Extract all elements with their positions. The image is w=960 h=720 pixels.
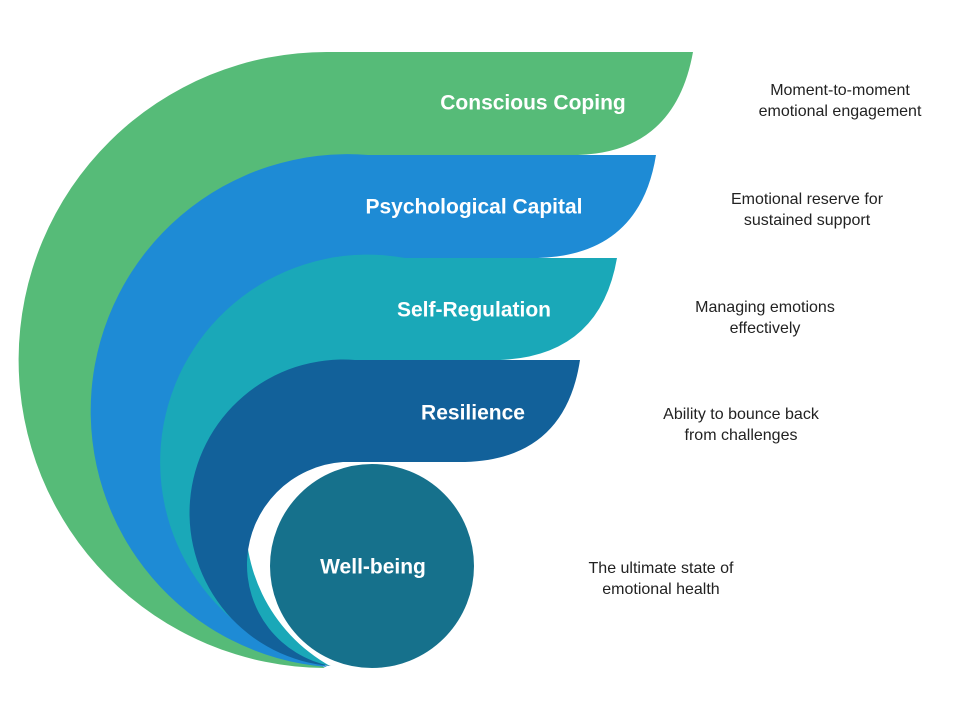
description-well-being: The ultimate state of emotional health <box>531 558 791 600</box>
description-conscious-coping: Moment-to-moment emotional engagement <box>710 80 960 122</box>
description-resilience: Ability to bounce back from challenges <box>611 404 871 446</box>
description-line: The ultimate state of <box>588 560 734 577</box>
description-line: emotional health <box>602 581 720 598</box>
layer-title-psychological-capital: Psychological Capital <box>365 196 582 219</box>
description-psychological-capital: Emotional reserve for sustained support <box>677 189 937 231</box>
description-self-regulation: Managing emotions effectively <box>635 297 895 339</box>
description-line: Managing emotions <box>695 299 835 316</box>
description-line: Ability to bounce back <box>663 406 819 423</box>
layer-title-self-regulation: Self-Regulation <box>397 299 551 322</box>
layer-title-conscious-coping: Conscious Coping <box>440 92 626 115</box>
band-self-regulation <box>160 254 617 666</box>
description-line: emotional engagement <box>758 103 922 120</box>
description-line: sustained support <box>743 212 871 229</box>
layer-title-well-being: Well-being <box>320 556 426 579</box>
description-line: Emotional reserve for <box>730 191 884 208</box>
core-circle-well-being <box>268 462 476 670</box>
description-line: from challenges <box>684 427 798 444</box>
band-psychological-capital <box>90 154 656 667</box>
band-resilience <box>189 359 581 666</box>
description-line: Moment-to-moment <box>770 82 910 99</box>
layer-title-resilience: Resilience <box>421 402 525 425</box>
description-line: effectively <box>729 320 801 337</box>
